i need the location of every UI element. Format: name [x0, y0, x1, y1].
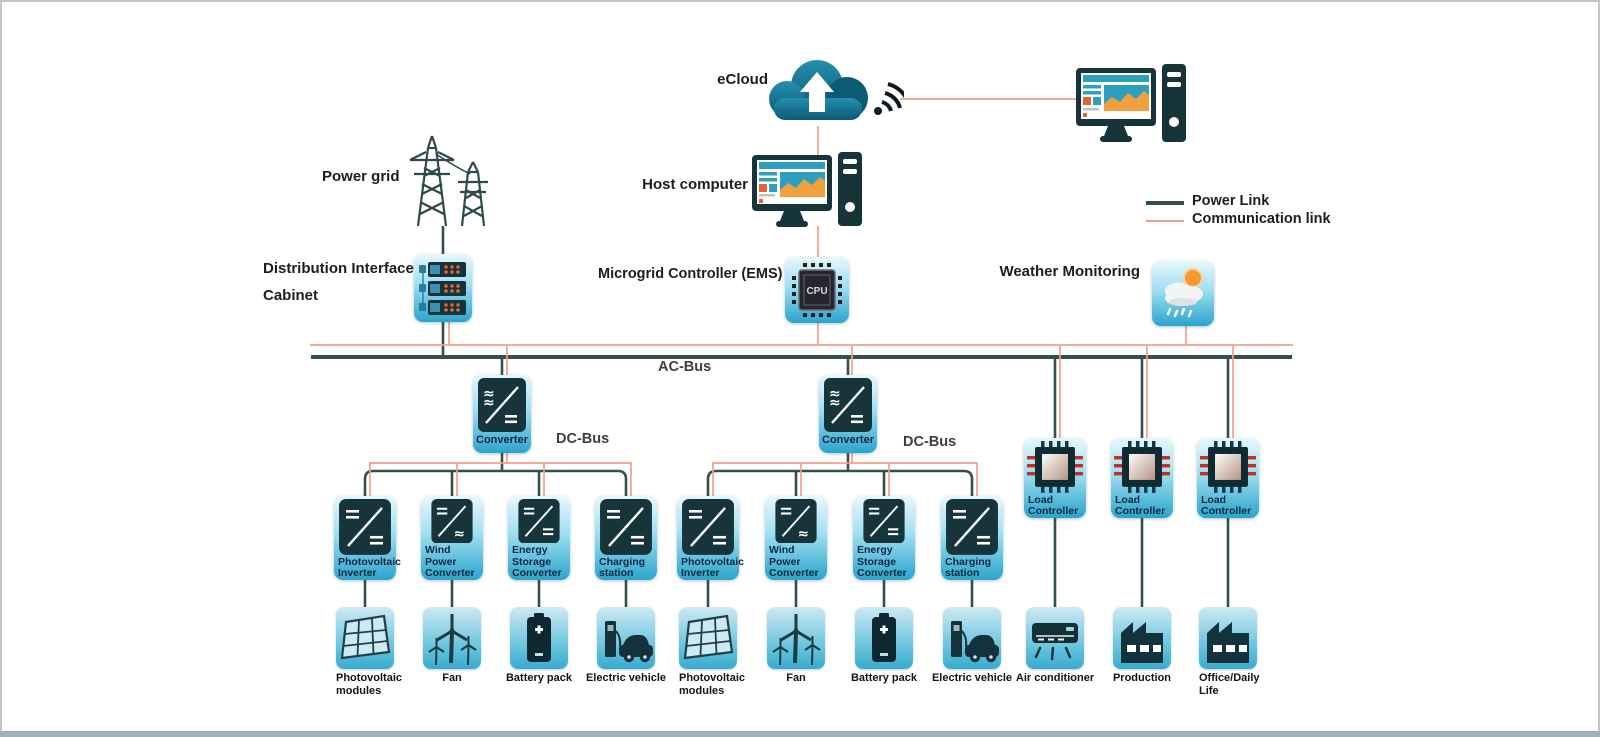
ac-bus-label: AC-Bus	[658, 359, 712, 375]
pv-modules-icon-left	[336, 607, 394, 669]
unit-label: Inverter	[681, 567, 720, 580]
main-converter-right: ≈ ≈ Converter	[819, 375, 877, 453]
load-controller-label: Load	[1201, 493, 1227, 506]
production-factory-icon	[1113, 607, 1171, 669]
legend-power-link-swatch	[1146, 201, 1184, 205]
distribution-cabinet-label-line1: Distribution Interface	[263, 260, 414, 277]
air-conditioner-icon	[1026, 607, 1084, 669]
svg-text:≈: ≈	[829, 395, 841, 411]
device-label-fan-right: Fan	[786, 672, 806, 684]
unit-label: Converter	[857, 567, 907, 580]
load-controller-label: Controller	[1201, 505, 1252, 518]
device-label-fan-left: Fan	[442, 672, 462, 684]
host-computer-label: Host computer	[642, 176, 748, 193]
weather-monitoring-label: Weather Monitoring	[999, 263, 1140, 280]
power-grid-icon	[388, 130, 500, 233]
unit-label: Inverter	[338, 567, 377, 580]
battery-icon-right	[855, 607, 913, 669]
load-controller-label: Controller	[1028, 505, 1079, 518]
unit-label: Wind Power	[769, 544, 801, 568]
wifi-icon	[872, 78, 911, 125]
pv-modules-icon-right	[679, 607, 737, 669]
svg-text:≈: ≈	[798, 527, 809, 542]
power-grid-label: Power grid	[322, 168, 400, 185]
office-factory-icon	[1199, 607, 1257, 669]
ev-icon-left	[597, 607, 655, 669]
legend-communication-link-swatch	[1146, 220, 1184, 222]
main-converter-left-label: Converter	[476, 434, 528, 446]
unit-label: Energy Storage	[512, 544, 552, 568]
svg-text:≈: ≈	[483, 395, 495, 411]
dc-bus-left-line	[363, 469, 628, 503]
legend-power-link-label: Power Link	[1192, 193, 1270, 209]
main-converter-right-label: Converter	[822, 434, 874, 446]
unit-label: station	[599, 567, 634, 580]
unit-label: Wind Power	[425, 544, 457, 568]
svg-text:≈: ≈	[829, 386, 841, 402]
device-label-air-conditioner: Air conditioner	[1015, 672, 1095, 684]
unit-label: Converter	[512, 567, 562, 580]
ecloud-label: eCloud	[717, 71, 768, 88]
fan-icon-left	[423, 607, 481, 669]
dc-bus-right-line	[706, 469, 974, 503]
main-converter-left: ≈ ≈ Converter	[473, 375, 531, 453]
remote-computer-icon	[1076, 62, 1188, 157]
host-computer-icon	[752, 150, 864, 241]
unit-label: Photovoltaic	[681, 555, 745, 568]
fan-icon-right	[767, 607, 825, 669]
unit-label: Photovoltaic	[338, 555, 402, 568]
device-label-ev-left: Electric vehicle	[585, 672, 667, 684]
legend-communication-link-label: Communication link	[1192, 211, 1331, 227]
load-controller-label: Controller	[1115, 505, 1166, 518]
load-controller-label: Load	[1115, 493, 1141, 506]
battery-icon-left	[510, 607, 568, 669]
ecloud-icon	[760, 54, 875, 137]
microgrid-controller-label: Microgrid Controller (EMS)	[598, 266, 783, 282]
bottom-border	[0, 731, 1600, 737]
ev-icon-right	[943, 607, 1001, 669]
microgrid-controller-icon: CPU	[785, 257, 849, 323]
load-controller-label: Load	[1028, 493, 1054, 506]
device-label-battery-right: Battery pack	[850, 672, 918, 684]
unit-label: station	[945, 567, 980, 580]
unit-label: Converter	[769, 567, 819, 580]
dc-bus-right-label: DC-Bus	[903, 434, 957, 450]
unit-label: Energy Storage	[857, 544, 897, 568]
device-label-battery-left: Battery pack	[505, 672, 573, 684]
weather-monitoring-icon	[1152, 261, 1214, 326]
dc-bus-left-label: DC-Bus	[556, 431, 610, 447]
device-label-ev-right: Electric vehicle	[931, 672, 1013, 684]
distribution-cabinet-icon	[414, 254, 472, 322]
unit-label: Charging	[945, 555, 992, 568]
svg-text:≈: ≈	[483, 386, 495, 402]
unit-label: Converter	[425, 567, 475, 580]
unit-label: Charging	[599, 555, 646, 568]
device-label-production: Production	[1112, 672, 1172, 684]
cpu-text: CPU	[806, 286, 827, 297]
svg-text:≈: ≈	[454, 527, 465, 542]
distribution-cabinet-label-line2: Cabinet	[263, 287, 319, 304]
